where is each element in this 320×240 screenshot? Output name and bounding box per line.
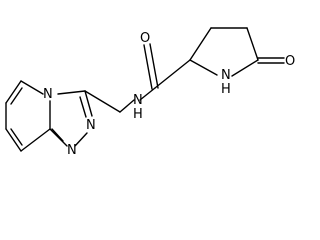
bond-carbonyl-double-a	[143, 44, 153, 90]
bond-c7-c8-inner	[10, 128, 23, 146]
atom-n-amide: N	[133, 93, 143, 108]
bond-alpha-c4	[189, 27, 212, 61]
bond-c3-n-triazole-a	[84, 90, 93, 117]
bond-c3-n-triazole-a-inner	[79, 96, 87, 118]
atom-o-carbonyl: O	[140, 31, 150, 46]
atom-n-triazole-b: N	[67, 143, 77, 158]
bond-carbonyl-alpha	[154, 59, 191, 89]
bond-c5-c6-inner	[10, 87, 23, 105]
atom-h-lactam: H	[221, 82, 231, 97]
bonds	[5, 27, 285, 152]
atom-labels: O N H N H O N N N	[43, 31, 295, 158]
atom-n-fused: N	[43, 87, 53, 102]
bond-n-triazole-b-c8a-inner	[51, 128, 64, 142]
bond-carbonyl-amide-n	[139, 87, 156, 101]
bond-amide-n-ch2	[119, 99, 135, 113]
atom-h-amide: H	[133, 107, 143, 122]
atom-n-triazole-a: N	[86, 118, 96, 133]
bond-ch2-triazole	[84, 90, 121, 113]
bond-c5-c6	[5, 80, 22, 104]
bond-c7-c8	[5, 128, 22, 152]
bond-n-lactam-alpha	[189, 59, 218, 76]
atom-o-lactam: O	[285, 54, 295, 69]
bond-c8-c8a	[20, 128, 51, 152]
bond-c3-c2	[246, 27, 259, 61]
bond-c2-n-lactam	[231, 59, 259, 77]
bond-c3-n-fused	[57, 90, 86, 95]
bond-n-triazole-a-b	[74, 132, 88, 147]
bond-n-fused-c5	[20, 80, 44, 95]
atom-n-lactam: N	[221, 68, 231, 83]
bond-n-triazole-b-c8a	[49, 128, 68, 147]
bond-carbonyl-double-b	[149, 43, 159, 89]
molecule-structure: O N H N H O N N N	[5, 27, 295, 158]
